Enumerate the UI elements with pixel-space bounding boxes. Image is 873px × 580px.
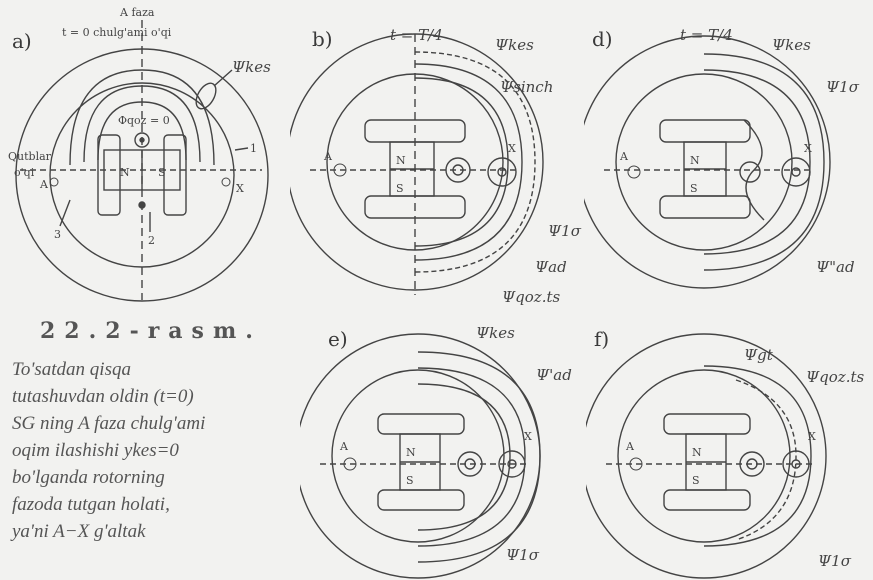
panel-a-diagram: a) A faza t = 0 chulg'ami o'qi Ψkes Φqoz… <box>8 6 271 302</box>
panel-f-phase-a: A <box>625 440 635 453</box>
panel-d-pole-s: S <box>690 182 698 195</box>
panel-a-title-line1: A faza <box>119 6 155 19</box>
panel-a-title-line2: t = 0 chulg'ami o'qi <box>62 26 172 39</box>
panel-a-num2: 2 <box>148 234 155 247</box>
panel-f-psi-gt: Ψgt <box>744 346 774 364</box>
panel-a-qutb-line2: o'qi <box>14 166 35 179</box>
panel-f-pole-n: N <box>692 446 702 459</box>
caption-line: SG ning A faza chulg'ami <box>12 413 206 434</box>
panel-d-diagram: d) t = T/4 Ψkes Ψ1σ Ψ"ad A X N S <box>584 26 860 289</box>
panel-b-psi-sinch: Ψsinch <box>500 78 553 96</box>
caption-line: To'satdan qisqa <box>12 359 131 380</box>
panel-a-num3: 3 <box>54 228 61 241</box>
panel-b-psi-1s: Ψ1σ <box>548 222 582 240</box>
panel-a-qutb-line1: Qutblar <box>8 150 52 163</box>
panel-a-phi-label: Φqoz = 0 <box>118 114 170 127</box>
panel-f-psi-qoz: Ψqoz.ts <box>806 368 864 386</box>
panel-d-phase-a: A <box>619 150 629 163</box>
panel-d-psi-1s: Ψ1σ <box>826 78 860 96</box>
panel-e-diagram: e) Ψkes Ψ'ad Ψ1σ A X N S <box>300 324 572 579</box>
panel-e-pole-s: S <box>406 474 414 487</box>
panel-d-psi-kes: Ψkes <box>772 36 811 54</box>
caption-line: bo'lganda rotorning <box>12 467 165 488</box>
panel-e-psi-ad1: Ψ'ad <box>536 366 572 384</box>
panel-d-time: t = T/4 <box>680 26 733 44</box>
panel-a-phase-a: A <box>39 178 49 191</box>
panel-d-pole-n: N <box>690 154 700 167</box>
panel-b-label: b) <box>312 27 333 51</box>
panel-d-psi-ad2: Ψ"ad <box>816 258 855 276</box>
panel-f-pole-s: S <box>692 474 700 487</box>
panel-b-phase-a: A <box>323 150 333 163</box>
panel-b-psi-kes: Ψkes <box>495 36 534 54</box>
panel-e-phase-a: A <box>339 440 349 453</box>
panel-d-label: d) <box>592 27 613 51</box>
caption-title: 22.2-rasm. <box>40 318 262 344</box>
panel-a-psi-kes: Ψkes <box>232 58 271 76</box>
panel-e-psi-1s: Ψ1σ <box>506 546 540 564</box>
caption-line: ya'ni A−X g'altak <box>12 521 146 542</box>
panel-e-psi-kes: Ψkes <box>476 324 515 342</box>
panel-e-label: e) <box>328 327 348 351</box>
panel-d-phase-x: X <box>804 142 812 155</box>
panel-f-diagram: f) Ψgt Ψqoz.ts Ψ1σ A X N S <box>586 327 864 579</box>
panel-a-pole-n: N <box>120 166 130 179</box>
panel-b-phase-x: X <box>508 142 516 155</box>
panel-f-psi-1s: Ψ1σ <box>818 552 852 570</box>
panel-a-phase-x: X <box>236 182 244 195</box>
panel-a-label: a) <box>12 29 32 53</box>
caption-line: tutashuvdan oldin (t=0) <box>12 386 194 407</box>
panel-f-label: f) <box>594 327 609 351</box>
panel-a-num1: 1 <box>250 142 257 155</box>
caption-line: fazoda tutgan holati, <box>12 494 170 515</box>
caption-text: To'satdan qisqa tutashuvdan oldin (t=0) … <box>12 356 310 545</box>
caption-line: oqim ilashishi ykes=0 <box>12 440 179 461</box>
panel-b-psi-qoz: Ψqoz.ts <box>502 288 560 306</box>
panel-b-diagram: b) t = T/4 Ψkes Ψsinch Ψ1σ Ψad Ψqoz.ts A… <box>290 26 582 306</box>
panel-e-pole-n: N <box>406 446 416 459</box>
panel-b-time: t = T/4 <box>390 26 443 44</box>
panel-b-psi-ad: Ψad <box>535 258 567 276</box>
panel-a-pole-s: S <box>158 166 166 179</box>
panel-b-pole-s: S <box>396 182 404 195</box>
panel-f-phase-x: X <box>808 430 816 443</box>
panel-e-phase-x: X <box>524 430 532 443</box>
panel-b-pole-n: N <box>396 154 406 167</box>
